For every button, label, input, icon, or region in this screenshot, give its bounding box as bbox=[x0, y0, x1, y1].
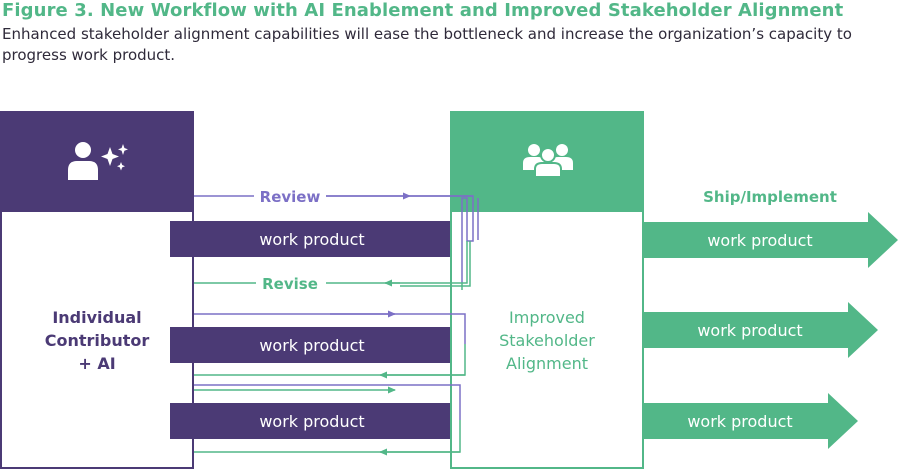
ship-arrow: work product bbox=[644, 302, 878, 358]
figure-subtitle: Enhanced stakeholder alignment capabilit… bbox=[2, 25, 852, 64]
stakeholder-panel: Improved Stakeholder Alignment bbox=[450, 111, 644, 469]
contributor-label-line: Individual bbox=[52, 308, 141, 327]
revise-label: Revise bbox=[262, 275, 318, 293]
ship-arrow: work product bbox=[644, 212, 898, 268]
stakeholder-label-line: Stakeholder bbox=[499, 331, 595, 350]
person-sparkle-icon bbox=[68, 142, 128, 180]
ship-work-product-label: work product bbox=[707, 231, 812, 250]
figure-title: Figure 3. New Workflow with AI Enablemen… bbox=[2, 0, 844, 21]
stakeholder-label-line: Improved bbox=[509, 308, 585, 327]
ship-arrow: work product bbox=[644, 393, 858, 449]
review-revise-connectors bbox=[194, 192, 479, 456]
review-label: Review bbox=[260, 188, 321, 206]
work-product-bar: work product bbox=[170, 221, 450, 257]
group-icon bbox=[523, 144, 573, 178]
ship-implement-label: Ship/Implement bbox=[703, 188, 837, 206]
work-product-bar: work product bbox=[170, 403, 450, 439]
contributor-label-line: Contributor bbox=[45, 331, 150, 350]
work-product-label: work product bbox=[259, 412, 364, 431]
ship-work-product-label: work product bbox=[687, 412, 792, 431]
contributor-label-line: + AI bbox=[78, 354, 115, 373]
ship-work-product-label: work product bbox=[697, 321, 802, 340]
work-product-label: work product bbox=[259, 230, 364, 249]
work-product-bar: work product bbox=[170, 327, 450, 363]
stakeholder-label-line: Alignment bbox=[506, 354, 588, 373]
work-product-label: work product bbox=[259, 336, 364, 355]
contributor-panel: Individual Contributor + AI bbox=[0, 111, 194, 469]
